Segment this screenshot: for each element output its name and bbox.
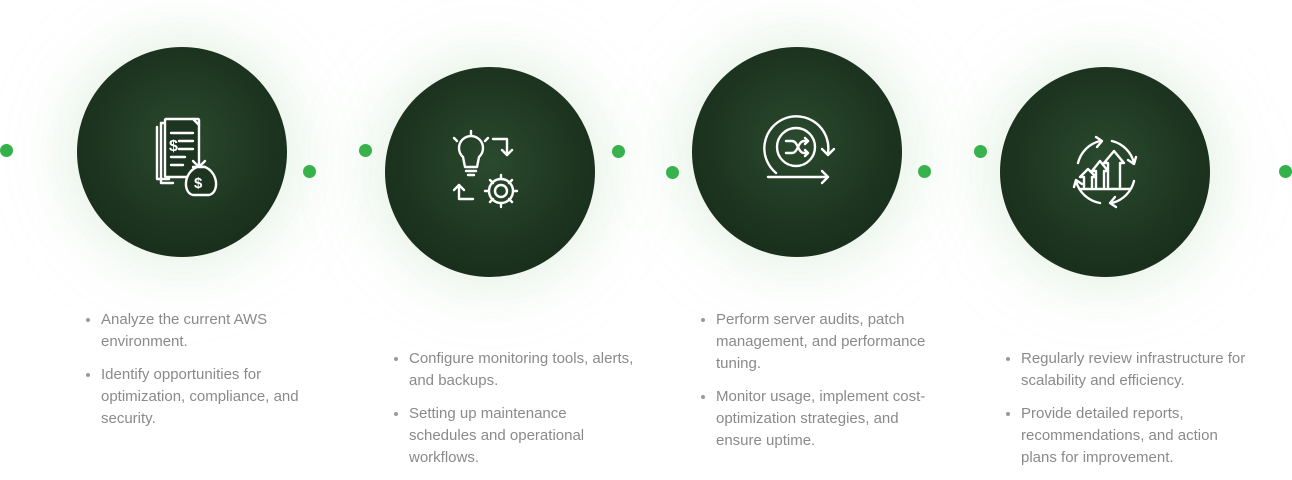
svg-text:$: $ — [169, 138, 178, 155]
step-2-circle — [385, 67, 595, 277]
list-item: Setting up maintenance schedules and ope… — [394, 403, 634, 469]
step-1-bullets: Analyze the current AWS environment. Ide… — [86, 309, 326, 441]
list-item: Regularly review infrastructure for scal… — [1006, 348, 1246, 392]
growth-arrows-cycle-icon — [1050, 117, 1160, 227]
connector-dot — [359, 144, 372, 157]
list-item: Configure monitoring tools, alerts, and … — [394, 348, 634, 392]
step-4 — [985, 52, 1225, 292]
connector-dot — [303, 165, 316, 178]
connector-dot — [974, 145, 987, 158]
connector-dot — [918, 165, 931, 178]
connector-dot — [1279, 165, 1292, 178]
connector-dot — [666, 166, 679, 179]
list-item: Identify opportunities for optimization,… — [86, 364, 326, 430]
svg-text:$: $ — [194, 175, 203, 192]
step-4-circle — [1000, 67, 1210, 277]
step-2 — [370, 52, 610, 292]
step-1: $ $ — [62, 32, 302, 272]
step-4-bullets: Regularly review infrastructure for scal… — [1006, 348, 1246, 480]
step-2-bullets: Configure monitoring tools, alerts, and … — [394, 348, 634, 480]
step-1-circle: $ $ — [77, 47, 287, 257]
connector-dot — [0, 144, 13, 157]
list-item: Provide detailed reports, recommendation… — [1006, 403, 1246, 469]
step-3-bullets: Perform server audits, patch management,… — [701, 309, 941, 463]
list-item: Analyze the current AWS environment. — [86, 309, 326, 353]
list-item: Perform server audits, patch management,… — [701, 309, 941, 375]
step-3 — [677, 32, 917, 272]
lightbulb-gear-cycle-icon — [435, 117, 545, 227]
list-item: Monitor usage, implement cost-optimizati… — [701, 386, 941, 452]
shuffle-cycle-icon — [742, 97, 852, 207]
connector-dot — [612, 145, 625, 158]
step-3-circle — [692, 47, 902, 257]
invoice-money-bag-icon: $ $ — [127, 97, 237, 207]
